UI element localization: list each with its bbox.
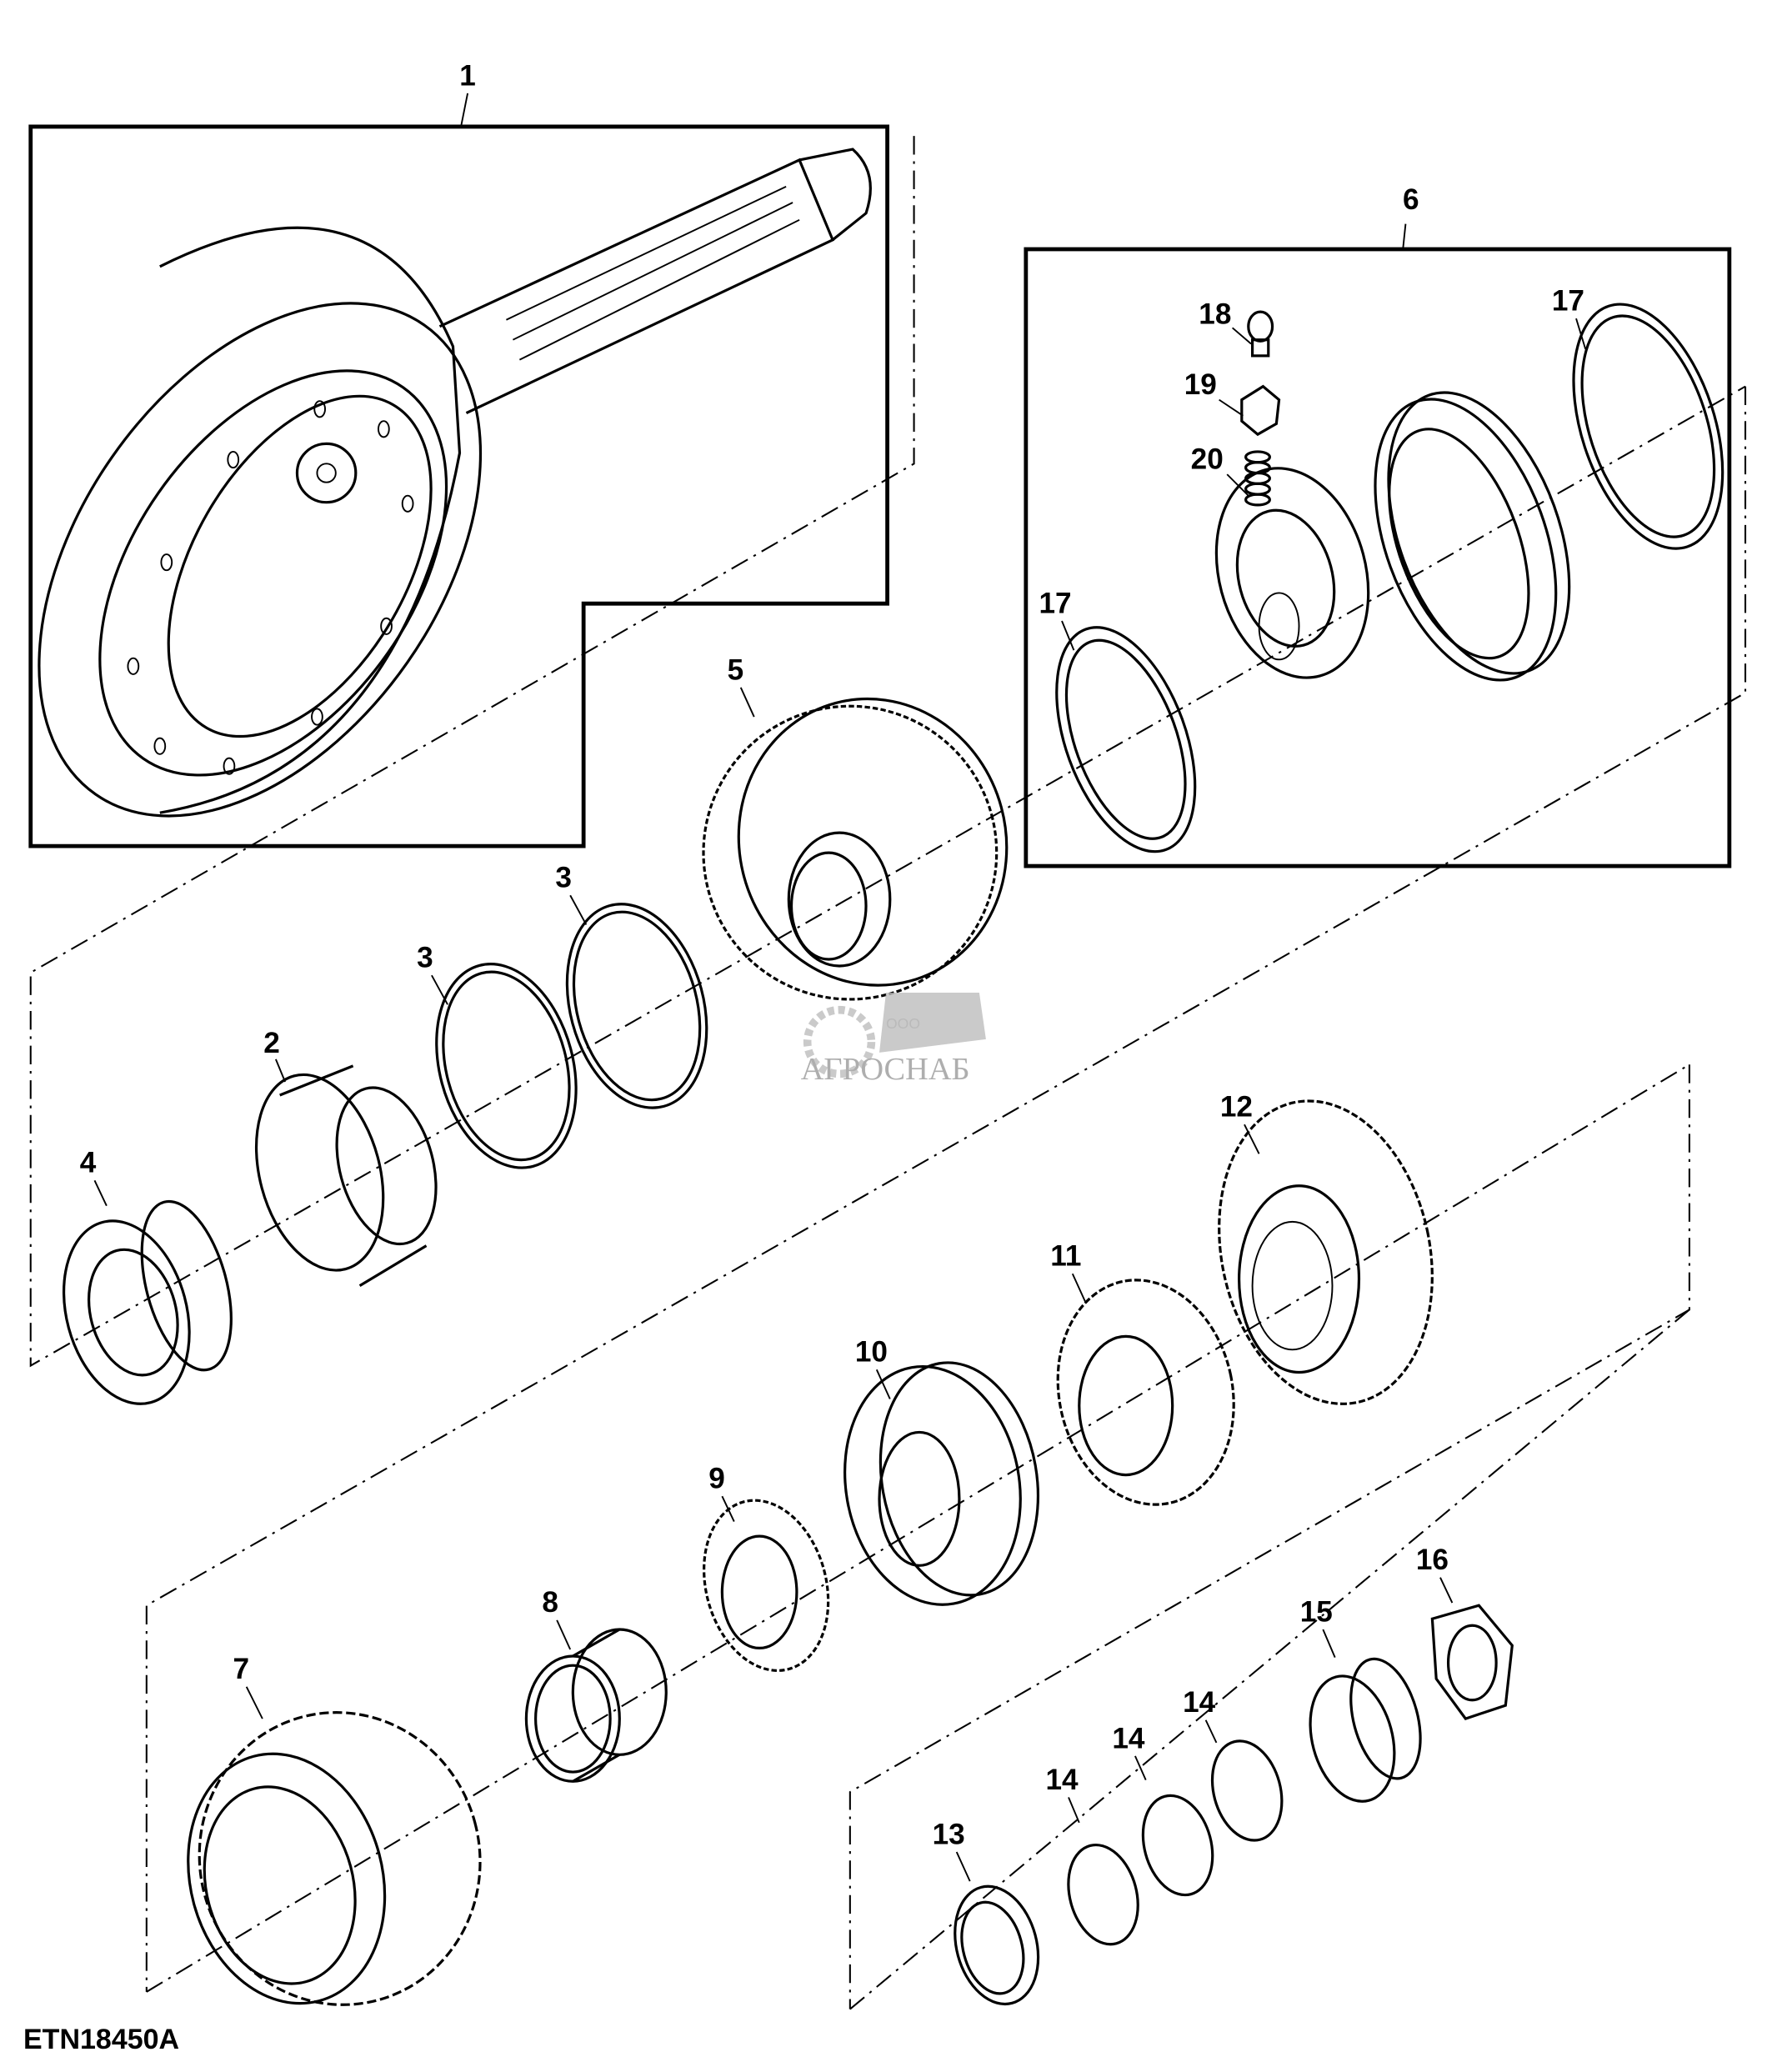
- callout-9: 9: [708, 1463, 725, 1495]
- drawing-id: ETN18450A: [23, 2024, 180, 2055]
- synchronizer-hub: [1214, 467, 1370, 679]
- callout-8: 8: [542, 1586, 558, 1619]
- callout-6: 6: [1403, 183, 1419, 216]
- large-spur-gear-part: [702, 697, 1009, 1001]
- shim-part-upper-inner: [572, 910, 702, 1102]
- group-box-1: [28, 124, 889, 848]
- callout-5: 5: [728, 653, 744, 686]
- callout-11: 11: [1050, 1240, 1081, 1273]
- callout-1: 1: [459, 59, 476, 92]
- callout-14b: 14: [1112, 1722, 1145, 1754]
- synchronizer-ring-left: [1055, 626, 1197, 853]
- shim-part-upper: [565, 903, 708, 1109]
- bearing-cone-part-15: [1309, 1657, 1422, 1803]
- callout-20: 20: [1191, 443, 1224, 476]
- callout-4: 4: [80, 1147, 97, 1179]
- detent-ball-part: [1247, 310, 1274, 358]
- bushing-part: [524, 1628, 668, 1783]
- helical-gear-part-11: [1056, 1279, 1235, 1506]
- bearing-cone-part-4: [62, 1199, 233, 1405]
- synchronizer-ring-right: [1572, 303, 1724, 550]
- callout-10: 10: [855, 1336, 888, 1369]
- callout-3-upper: 3: [555, 862, 572, 894]
- callout-14a: 14: [1045, 1764, 1079, 1796]
- watermark-name: АГРОСНАБ: [801, 1052, 970, 1087]
- small-helical-gear-part: [703, 1499, 830, 1672]
- synchronizer-key-part: [1240, 384, 1281, 437]
- thrust-washer-part: [954, 1884, 1040, 2006]
- callout-3-lower: 3: [417, 942, 433, 974]
- callout-17-left: 17: [1039, 587, 1071, 619]
- callout-2: 2: [263, 1027, 280, 1059]
- callout-14c: 14: [1183, 1686, 1216, 1719]
- callout-labels: 1 2 3 3 4 5 6 7 8 9 10 11 12 13 14 14 14…: [80, 59, 1587, 1882]
- assembly-centerlines: [29, 136, 1747, 2010]
- shim-part-lower: [435, 963, 578, 1169]
- callout-7: 7: [233, 1653, 250, 1685]
- watermark-logo: ООО АГРОСНАБ: [801, 992, 986, 1087]
- callout-17-right: 17: [1552, 285, 1584, 318]
- ball-bearing-part: [843, 1361, 1040, 1606]
- group-box-6: [1024, 247, 1732, 868]
- callout-12: 12: [1220, 1091, 1253, 1124]
- ring-gear-pinion-shaft: [38, 148, 872, 818]
- snap-ring-part-a: [1067, 1843, 1139, 1946]
- bearing-cup-part: [254, 1064, 438, 1287]
- synchronizer-sleeve: [1374, 391, 1571, 682]
- snap-ring-part-c: [1210, 1739, 1284, 1842]
- watermark-prefix: ООО: [886, 1015, 920, 1032]
- leader-line-1: [460, 93, 469, 128]
- callout-18: 18: [1199, 298, 1231, 331]
- helical-gear-part-7: [187, 1711, 482, 2006]
- callout-13: 13: [933, 1818, 965, 1850]
- callout-15: 15: [1300, 1595, 1333, 1628]
- shim-part-lower-inner: [442, 970, 571, 1162]
- lock-nut-part: [1430, 1604, 1514, 1721]
- callout-19: 19: [1184, 368, 1217, 401]
- helical-gear-part-12: [1218, 1099, 1434, 1405]
- snap-ring-part-b: [1141, 1794, 1214, 1897]
- leader-line-6: [1402, 223, 1407, 250]
- callout-16: 16: [1416, 1544, 1449, 1576]
